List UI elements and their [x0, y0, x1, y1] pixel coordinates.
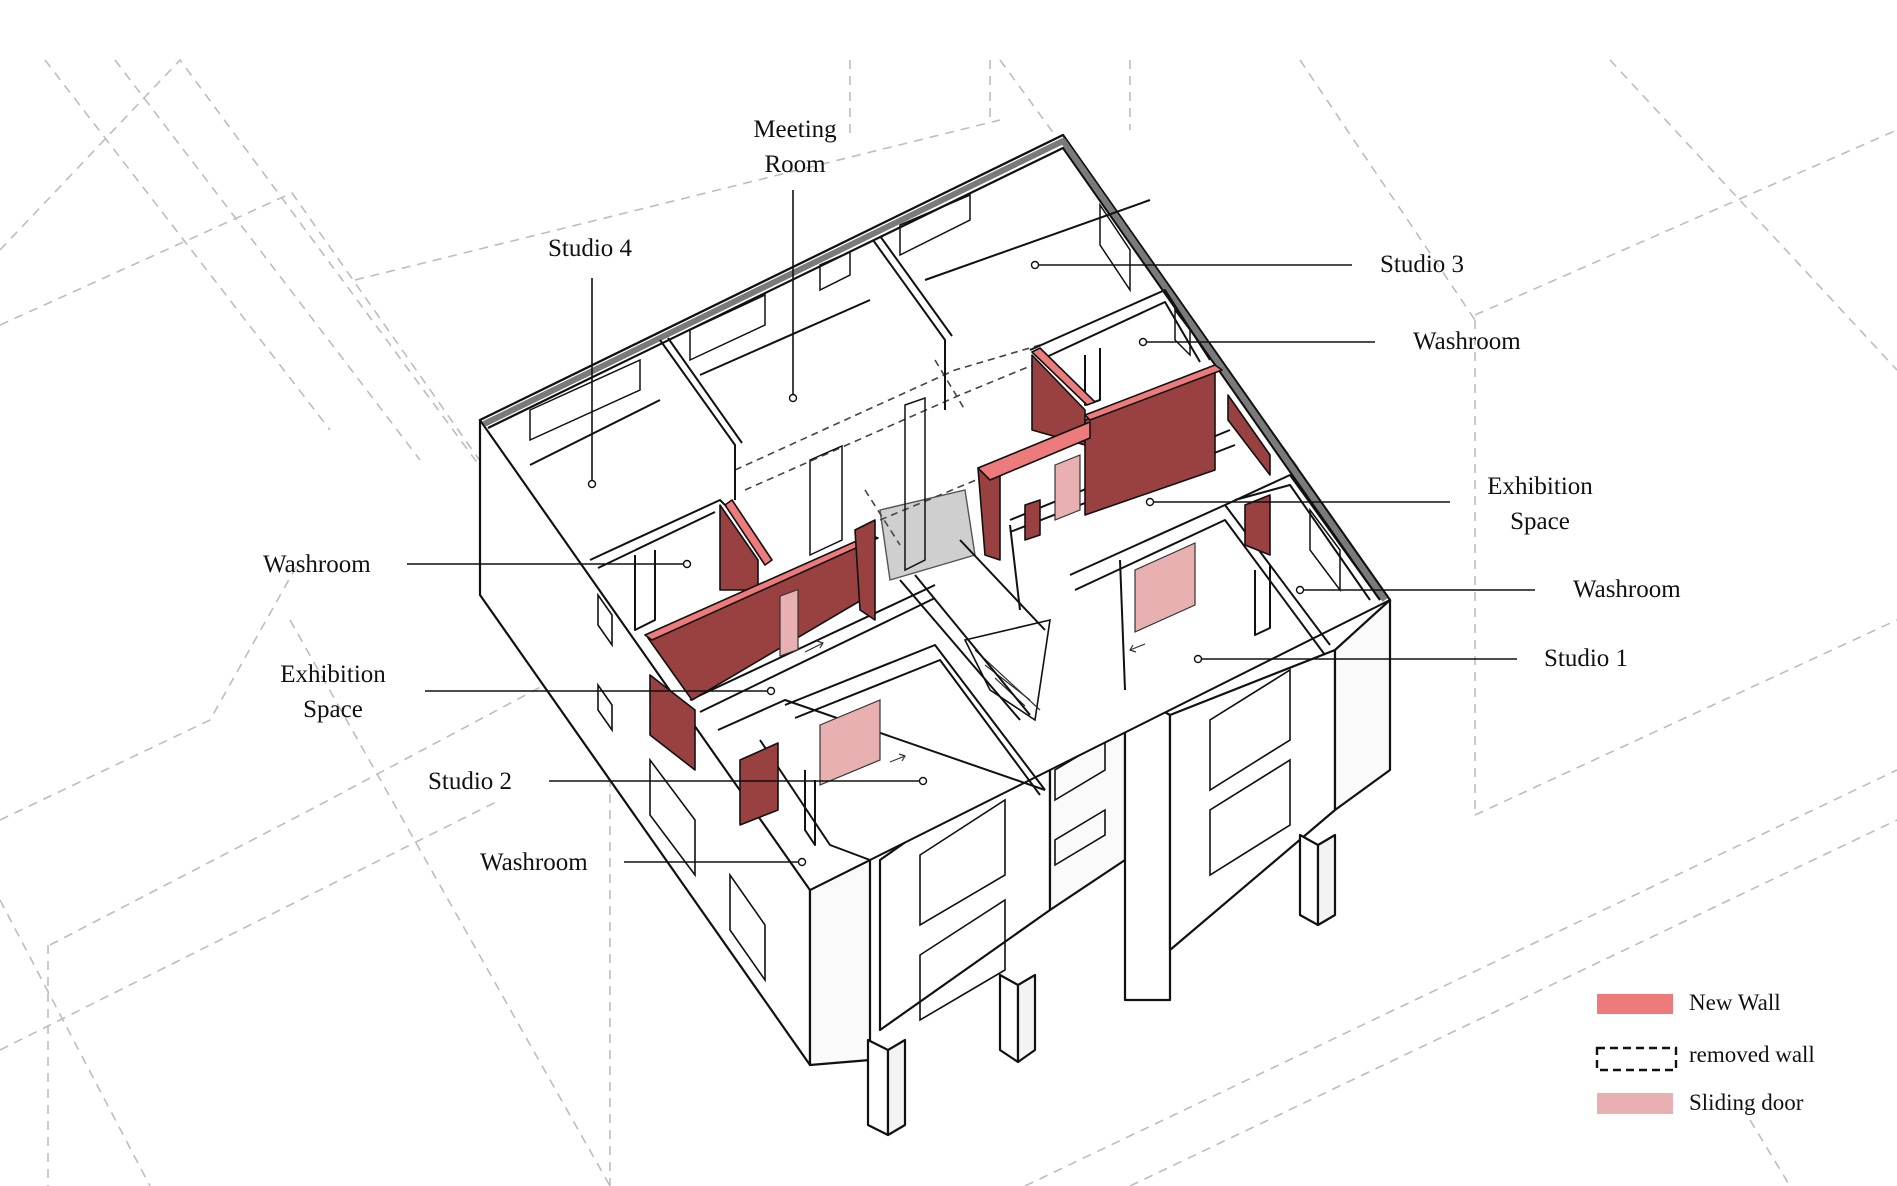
new-wall-e-exhibition-top: [1084, 364, 1223, 421]
legend-label-sliding-door: Sliding door: [1689, 1090, 1804, 1115]
new-wall-e-beam: [977, 421, 1091, 481]
piloti-1-front: [886, 1038, 907, 1137]
label-washroom-ne: Washroom: [1413, 328, 1521, 355]
piloti-2-front: [1016, 973, 1037, 1064]
label-meeting-room-line1: Meeting: [753, 116, 837, 143]
sliding-door-1: [779, 588, 799, 657]
label-exhibition-west: Exhibition Space: [268, 657, 398, 727]
piloti-2: [998, 973, 1020, 1064]
label-washroom-east: Washroom: [1573, 576, 1681, 603]
label-washroom-west: Washroom: [263, 551, 371, 578]
label-exhibition-east: Exhibition Space: [1475, 469, 1605, 539]
context-dashed-lines: [0, 58, 1897, 1186]
label-meeting-room-line2: Room: [764, 151, 826, 178]
legend-label-new-wall: New Wall: [1689, 990, 1781, 1015]
sliding-doors: [779, 454, 1196, 786]
label-exhibition-east-line2: Space: [1510, 508, 1570, 535]
floor-arrows: [804, 640, 1146, 763]
legend-swatch-removed-wall: [1595, 1046, 1678, 1072]
leader-dots: [587, 260, 1305, 867]
legend-label-removed-wall: removed wall: [1689, 1042, 1815, 1067]
exterior-wall-top: [482, 138, 1388, 602]
label-exhibition-west-line1: Exhibition: [280, 661, 386, 688]
sliding-door-3: [1054, 454, 1081, 521]
new-wall-w-facade: [649, 674, 696, 771]
sliding-door-studio1: [1134, 542, 1196, 633]
legend-swatches: [1595, 994, 1678, 1114]
label-exhibition-east-line1: Exhibition: [1487, 473, 1593, 500]
leader-lines: [407, 190, 1535, 863]
south-facade-right: [1123, 688, 1172, 1002]
new-wall-ne-top: [1031, 347, 1096, 406]
new-wall-east-wash: [1244, 494, 1271, 556]
legend-swatch-new-wall: [1597, 994, 1673, 1014]
new-wall-mid: [1024, 499, 1041, 541]
removed-walls: [734, 344, 1046, 546]
label-studio-3: Studio 3: [1380, 251, 1465, 278]
south-facade-left: [808, 858, 872, 1067]
legend-swatch-sliding-door: [1597, 1093, 1673, 1114]
label-studio-2: Studio 2: [428, 768, 513, 795]
piloti-1: [866, 1038, 890, 1137]
piloti-3: [1298, 833, 1320, 927]
new-walls: [644, 347, 1271, 826]
east-facade: [1333, 598, 1392, 812]
new-wall-studio2: [739, 742, 779, 826]
stair-core: [879, 489, 1051, 722]
label-studio-1: Studio 1: [1544, 645, 1629, 672]
piloti-3-front: [1316, 833, 1337, 927]
new-wall-w-exhibition-top: [644, 534, 879, 641]
label-studio-4: Studio 4: [548, 235, 633, 262]
sliding-door-studio2: [819, 699, 881, 786]
new-wall-e-facade: [1227, 394, 1271, 476]
label-meeting-room: Meeting Room: [735, 112, 855, 182]
exterior-walls: [479, 133, 1391, 601]
label-washroom-sw: Washroom: [480, 849, 588, 876]
facade-windows: [597, 592, 1291, 1022]
new-wall-w-pier: [854, 519, 876, 621]
new-wall-w-washroom-top: [724, 499, 773, 566]
label-exhibition-west-line2: Space: [303, 696, 363, 723]
